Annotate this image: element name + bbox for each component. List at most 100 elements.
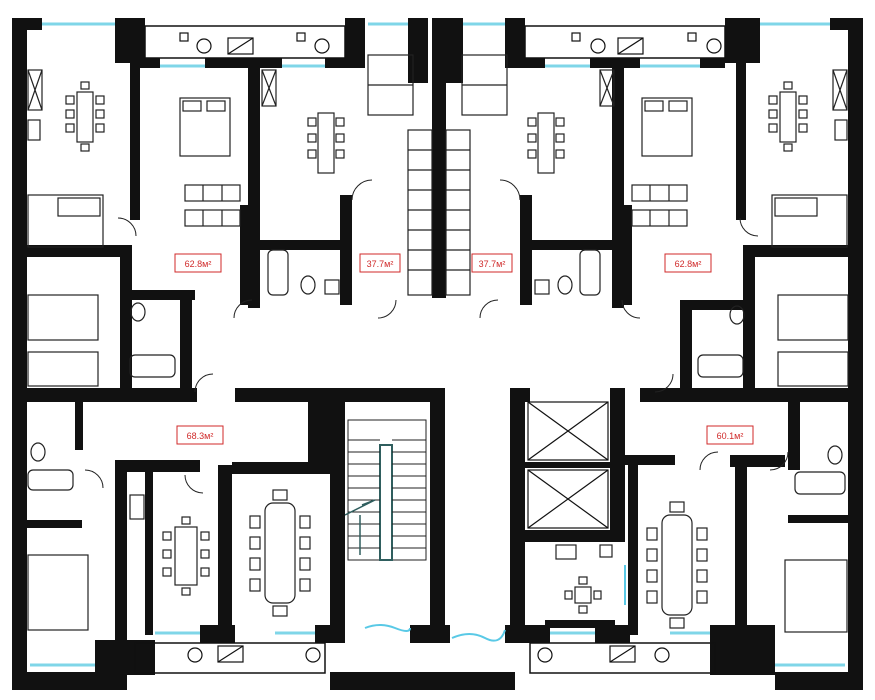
door-swing-10 <box>654 373 674 393</box>
wall-lift-top <box>510 388 530 402</box>
sink-lower-right <box>599 544 613 558</box>
wall-top-right-corner <box>830 18 863 30</box>
kitchen-counter-tl-mark2 <box>27 69 43 111</box>
area-box <box>664 253 712 273</box>
bed-left-middle <box>27 294 99 341</box>
wall-right-bath-side <box>743 245 755 395</box>
wall-top-pier-6b <box>520 58 545 68</box>
wall-top-left-corner <box>12 18 42 30</box>
wall-lr-bath-bottom <box>788 515 863 523</box>
elevator-shaft-1 <box>527 401 609 461</box>
stove-tl <box>27 119 41 141</box>
balcony-chair-6 <box>305 647 321 663</box>
wall-stair-bottom <box>410 625 450 643</box>
wall-bottom-pier-5 <box>595 625 630 643</box>
toilet-1 <box>300 275 316 295</box>
wall-top-pier-8 <box>700 58 725 68</box>
wall-right-bath-top <box>680 300 755 310</box>
area-text: 68.3м² <box>187 431 214 441</box>
wall-bottom-right <box>775 672 863 690</box>
sofa-top-right <box>771 194 848 248</box>
balcony-top-left <box>144 25 346 59</box>
ac-unit-1-mark <box>227 37 254 55</box>
area-text: 37.7м² <box>479 259 506 269</box>
door-swing-4 <box>377 299 397 319</box>
area-text: 60.1м² <box>717 431 744 441</box>
dining-table-lower-left <box>162 516 210 596</box>
bed-top-left <box>179 97 231 157</box>
dining-table-top-left <box>65 81 105 152</box>
furniture <box>27 54 849 633</box>
elevator-shaft-1-x2 <box>527 401 609 461</box>
ac-unit-2 <box>617 37 644 55</box>
wall-stair-right <box>430 388 445 638</box>
wall-left-bath-side <box>120 245 132 395</box>
balcony-chair-5 <box>187 647 203 663</box>
stove-lower-right <box>555 544 577 560</box>
wall-top-pier-1b <box>140 58 160 68</box>
wall-lr-bed-left <box>735 455 747 635</box>
dining-table-lower-right-small <box>564 576 602 614</box>
bathtub-3 <box>129 354 176 378</box>
wall-ll-living-top <box>232 462 330 474</box>
door-swing-12 <box>184 474 204 494</box>
balcony-chair-2 <box>314 38 330 54</box>
wall-left-bath-right <box>180 290 192 390</box>
toilet-lower-right <box>827 445 843 465</box>
wall-bath-2-top <box>525 240 615 250</box>
sink-1 <box>324 279 340 295</box>
kitchen-counter-tl <box>27 69 43 111</box>
kitchen-counter-2-mark2 <box>261 69 277 107</box>
balcony-top-right <box>524 25 726 59</box>
area-text: 37.7м² <box>367 259 394 269</box>
area-label-apt-top-left-large: 62.8м² <box>174 253 222 273</box>
dining-table-top-2 <box>307 112 345 174</box>
wall-top-pier-6 <box>505 18 525 68</box>
bed-lower-right <box>784 559 848 633</box>
bed-lower-left <box>27 554 89 631</box>
wall-top-pier-2 <box>205 58 282 68</box>
door-swing-11 <box>84 469 104 489</box>
area-box <box>359 253 401 273</box>
balcony-chair-4 <box>706 38 722 54</box>
wall-left-kitchen-side <box>130 60 140 220</box>
kitchen-counter-3-mark2 <box>599 69 615 107</box>
wall-outer-right <box>848 20 863 690</box>
door-swing-8 <box>739 217 759 237</box>
dining-table-lower-right <box>646 501 708 629</box>
balcony-chair-8 <box>654 647 670 663</box>
elevator-shaft-2-x2 <box>527 469 609 529</box>
door-swing-9 <box>194 373 214 393</box>
area-box <box>174 253 222 273</box>
balcony-table-1 <box>179 32 189 42</box>
kitchen-counter-tr <box>832 69 848 111</box>
wall-top-pier-5 <box>445 18 463 83</box>
area-labels: 62.8м² 37.7м² 37.7м² 62.8м² 68.3м² 60.1м… <box>174 253 754 445</box>
wall-outer-left <box>12 20 27 690</box>
bed-top-right <box>641 97 693 157</box>
wall-stair-top <box>330 388 445 402</box>
kitchen-counter-2 <box>261 69 277 107</box>
wall-lr-bath-left <box>788 400 800 470</box>
ac-unit-2-mark <box>617 37 644 55</box>
staircase-treads <box>348 439 426 549</box>
entrance <box>364 565 626 642</box>
wall-ll-bath-bottom <box>12 520 82 528</box>
area-box <box>176 425 224 445</box>
door-swing-6 <box>479 299 499 319</box>
balcony-chair-1 <box>196 38 212 54</box>
bed-top-2 <box>367 54 414 116</box>
wall-band-right <box>640 388 670 402</box>
kitchen-counter-3 <box>599 69 615 107</box>
door-swing-7 <box>621 299 641 319</box>
ac-unit-4 <box>609 645 636 663</box>
coffee-table-top-left <box>57 197 101 217</box>
sink-2 <box>534 279 550 295</box>
door-swing-14 <box>769 451 789 471</box>
ac-unit-1 <box>227 37 254 55</box>
balcony-bottom-left <box>134 642 326 674</box>
bathtub-2 <box>579 249 601 296</box>
elevator-shaft-2 <box>527 469 609 529</box>
bathtub-4 <box>697 354 744 378</box>
door-swings <box>84 179 789 494</box>
